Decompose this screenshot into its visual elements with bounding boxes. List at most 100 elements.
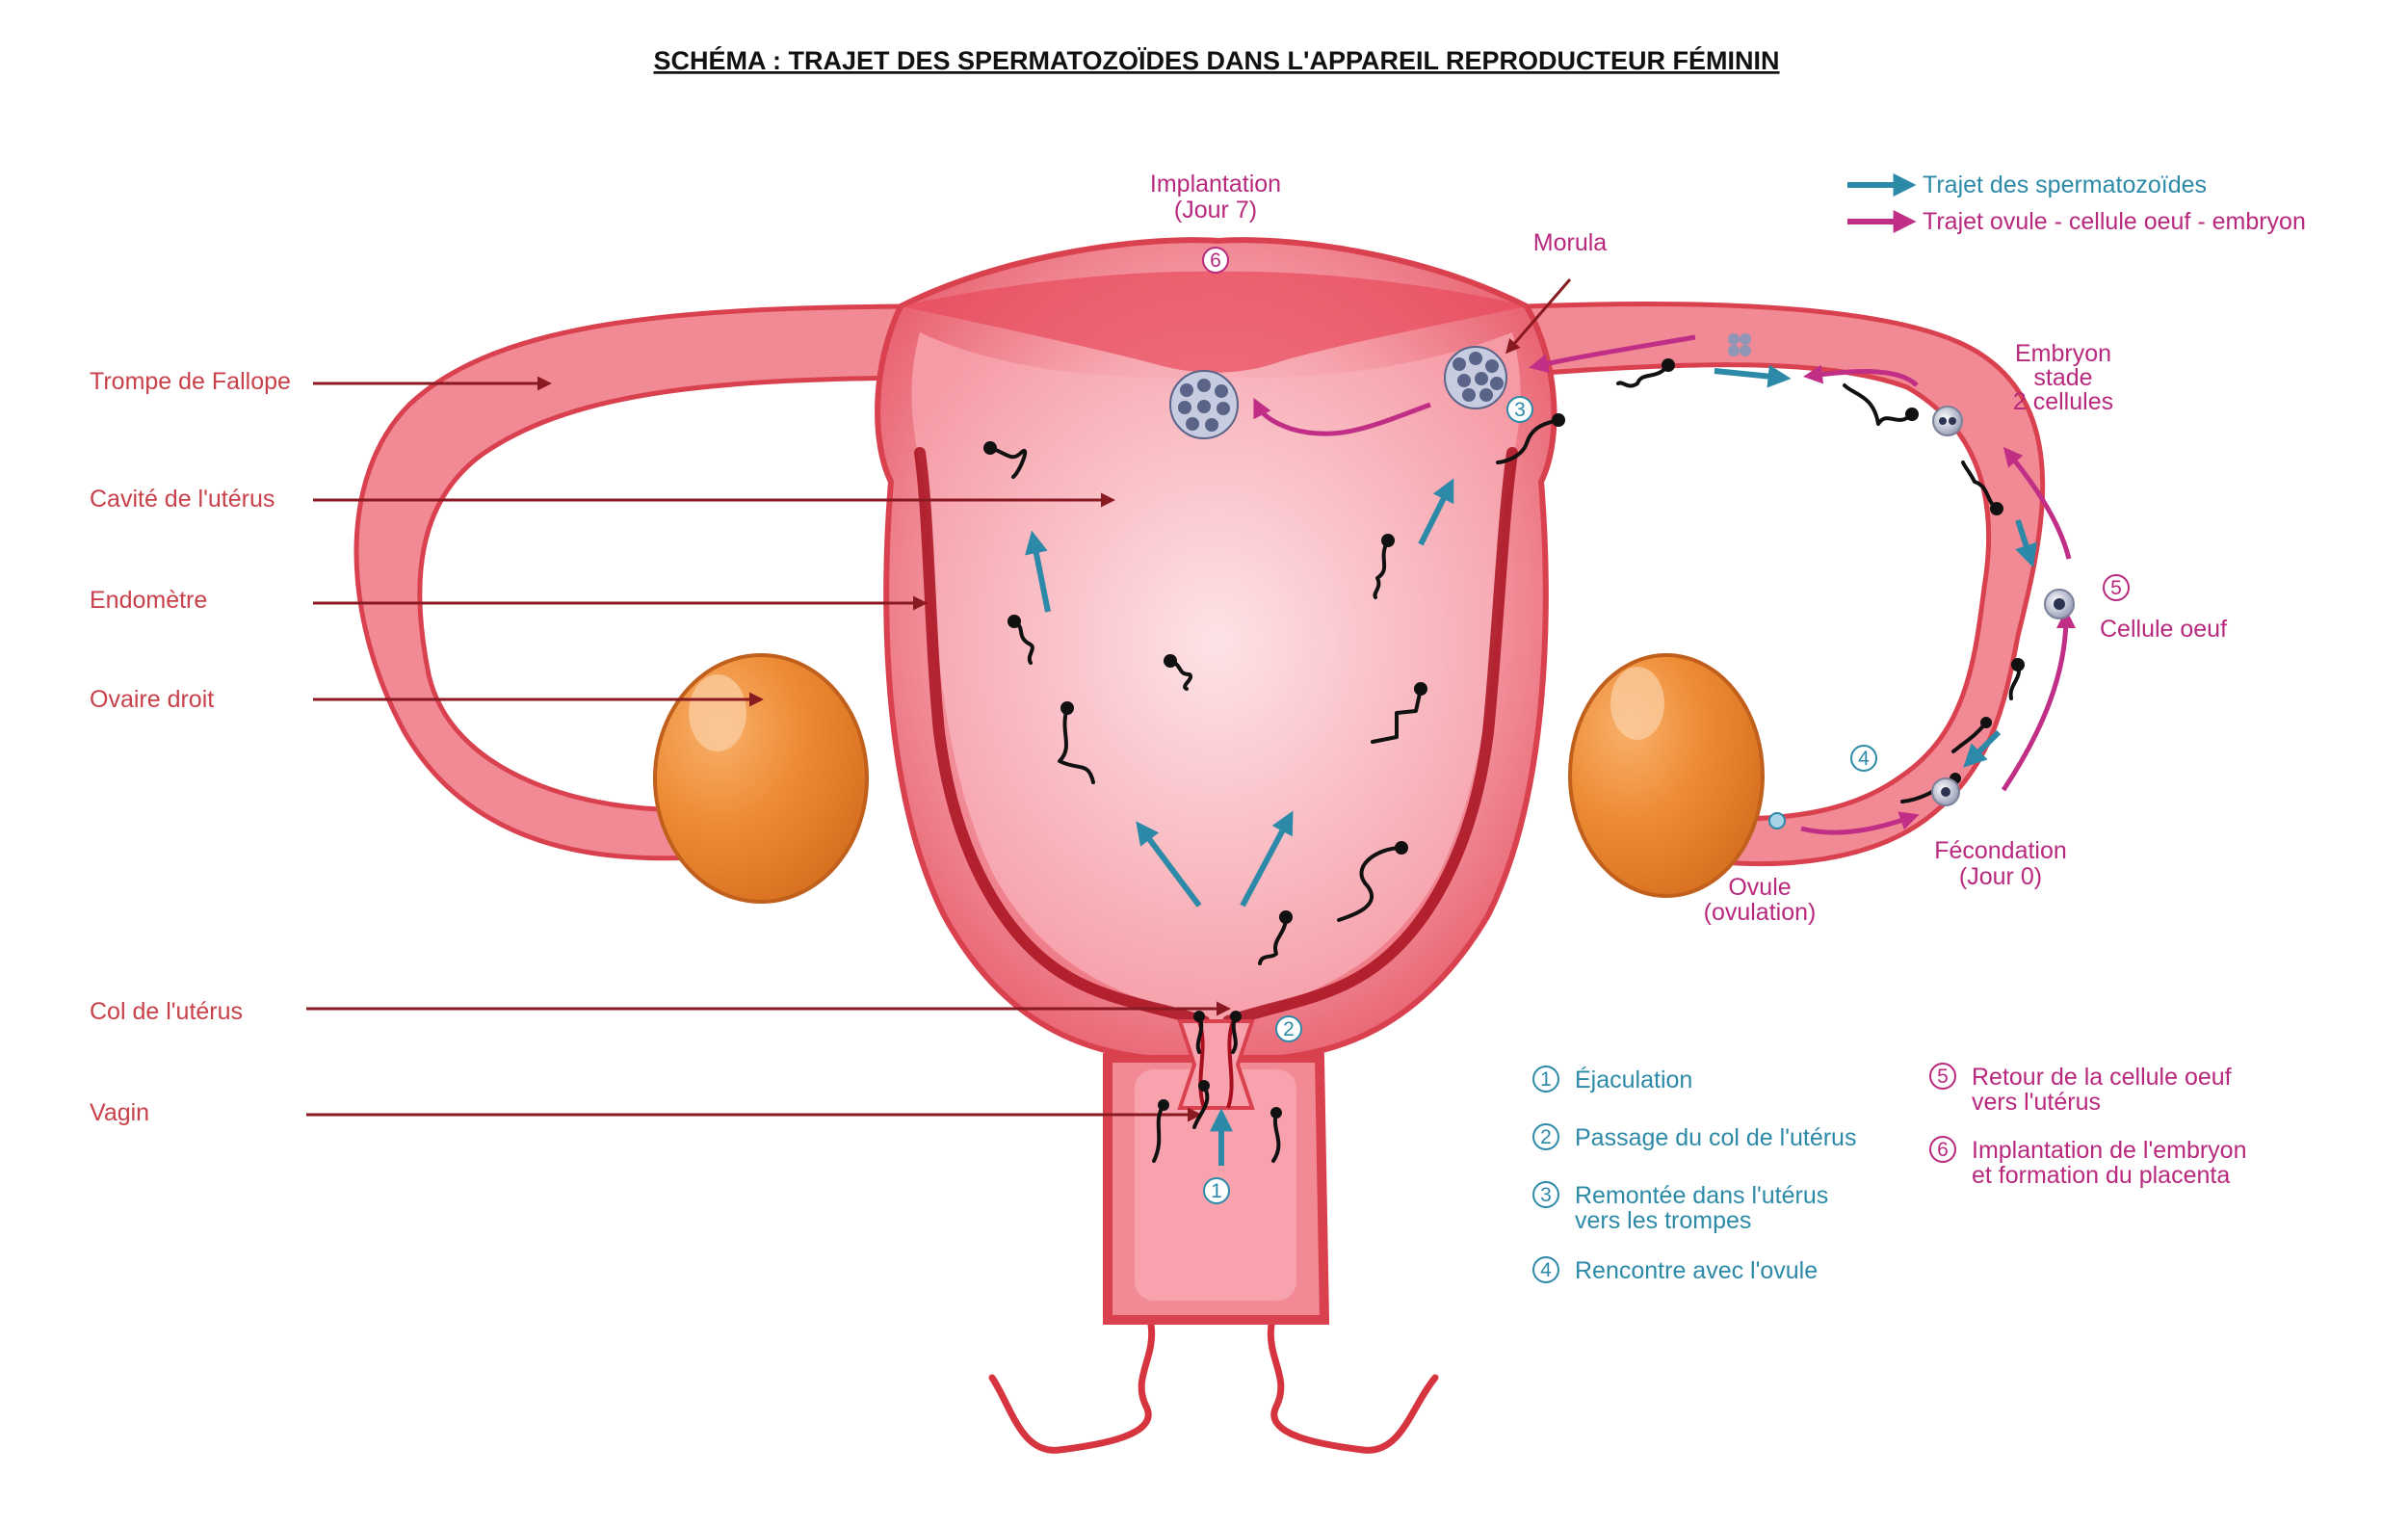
cellule-oeuf	[2044, 589, 2075, 619]
svg-text:4: 4	[1540, 1259, 1552, 1281]
sperm-arrow-3	[1025, 530, 1051, 613]
stage-implantation-2: (Jour 7)	[1174, 197, 1257, 224]
ovary-left-highlight	[1610, 667, 1664, 740]
stage-implantation-1: Implantation	[1150, 171, 1281, 197]
svg-text:vers l'utérus: vers l'utérus	[1972, 1089, 2101, 1116]
svg-text:Éjaculation: Éjaculation	[1575, 1066, 1692, 1093]
egg-path-tube-top	[1803, 364, 1919, 387]
sperm	[1270, 1107, 1282, 1163]
stage-cellule-oeuf: Cellule oeuf	[2100, 616, 2227, 643]
sperm-arrow-tube-3	[1963, 729, 2002, 768]
embryo-4-cells	[1728, 333, 1751, 356]
marker-1: 1	[1203, 1177, 1230, 1204]
legend-sperm-label: Trajet des spermatozoïdes	[1923, 171, 2207, 198]
egg-path-to-implant	[1253, 397, 1431, 436]
step-1: 1 Éjaculation	[1532, 1066, 1692, 1093]
svg-text:2: 2	[1283, 1018, 1295, 1040]
sperm-arrow-4	[1418, 478, 1454, 546]
svg-text:Remontée dans l'utérus: Remontée dans l'utérus	[1575, 1182, 1828, 1209]
egg-path-tube-lower	[2001, 609, 2076, 792]
ovule	[1768, 812, 1786, 829]
egg-path-tube-upper	[2002, 446, 2072, 560]
stage-ovule-1: Ovule	[1728, 874, 1791, 901]
sperm	[1961, 461, 2003, 515]
label-endometre: Endomètre	[90, 587, 207, 614]
svg-text:3: 3	[1540, 1184, 1552, 1206]
sperm-arrow-2	[1240, 810, 1294, 908]
marker-6: 6	[1202, 247, 1229, 274]
egg-path-to-morula	[1529, 334, 1696, 374]
sperm	[1496, 413, 1565, 464]
egg-path-ovulation	[1800, 811, 1920, 835]
sperm	[2008, 658, 2025, 700]
step-2: 2 Passage du col de l'utérus	[1532, 1123, 1856, 1151]
sperm	[1258, 910, 1293, 965]
sperm	[1192, 1080, 1210, 1129]
svg-text:3: 3	[1514, 399, 1526, 421]
sperm	[1008, 615, 1034, 665]
stage-morula: Morula	[1533, 229, 1608, 256]
svg-text:et formation du placenta: et formation du placenta	[1972, 1162, 2230, 1189]
sperm-arrow-tube-1	[1714, 364, 1792, 388]
vaginal-strand-right	[1267, 1321, 1439, 1454]
stage-ovule-2: (ovulation)	[1704, 899, 1817, 926]
svg-text:Passage du col de l'utérus: Passage du col de l'utérus	[1575, 1124, 1856, 1151]
sperm	[1230, 1011, 1242, 1054]
label-vagin: Vagin	[90, 1099, 149, 1126]
stage-fecondation-1: Fécondation	[1934, 837, 2067, 864]
svg-text:6: 6	[1937, 1139, 1949, 1161]
sperm	[1616, 358, 1675, 388]
svg-text:6: 6	[1210, 250, 1221, 272]
vaginal-strand-left	[988, 1321, 1156, 1454]
svg-text:1: 1	[1540, 1068, 1552, 1091]
sperm	[1164, 654, 1193, 691]
legend-egg-label: Trajet ovule - cellule oeuf - embryon	[1923, 208, 2306, 235]
sperm-cells	[983, 358, 2025, 1163]
marker-2: 2	[1275, 1015, 1302, 1042]
step-6: 6 Implantation de l'embryon et formation…	[1929, 1136, 2247, 1189]
marker-5: 5	[2103, 574, 2130, 601]
svg-text:1: 1	[1211, 1180, 1222, 1202]
stage-embryon-2: stade	[2033, 364, 2092, 391]
stage-embryon-3: 2 cellules	[2013, 388, 2113, 415]
sperm	[1371, 682, 1427, 744]
blastocyst-implanted	[1169, 370, 1239, 439]
sperm	[983, 441, 1028, 479]
ovary-right-highlight	[689, 674, 746, 751]
sperm	[1843, 383, 1919, 426]
label-trompe: Trompe de Fallope	[90, 368, 291, 395]
svg-text:Rencontre avec l'ovule: Rencontre avec l'ovule	[1575, 1257, 1818, 1284]
sperm-arrow-tube-2	[2015, 519, 2037, 568]
sperm	[1193, 1011, 1205, 1054]
svg-text:vers les trompes: vers les trompes	[1575, 1207, 1751, 1234]
embryon-2-cellules	[1932, 406, 1963, 436]
label-col: Col de l'utérus	[90, 998, 243, 1025]
sperm	[1951, 717, 1992, 753]
endometrium	[914, 447, 1518, 1027]
sperm-arrow-1	[1136, 821, 1202, 908]
svg-text:Implantation de l'embryon: Implantation de l'embryon	[1972, 1137, 2247, 1164]
svg-text:5: 5	[1937, 1066, 1949, 1088]
marker-3: 3	[1506, 396, 1533, 423]
svg-text:5: 5	[2110, 577, 2122, 599]
pointer-morula	[1505, 278, 1572, 355]
uterine-fundus	[901, 271, 1527, 373]
ovary-right	[653, 653, 869, 904]
sperm	[1058, 701, 1095, 784]
label-cavite: Cavité de l'utérus	[90, 486, 275, 513]
step-5: 5 Retour de la cellule oeuf vers l'utéru…	[1929, 1063, 2232, 1116]
label-ovaire: Ovaire droit	[90, 686, 214, 713]
svg-text:4: 4	[1858, 748, 1870, 770]
svg-text:2: 2	[1540, 1126, 1552, 1148]
sperm	[1152, 1099, 1169, 1163]
sperm	[1337, 841, 1408, 922]
zygote-fecondation	[1931, 777, 1960, 806]
stage-embryon-1: Embryon	[2015, 340, 2111, 367]
step-4: 4 Rencontre avec l'ovule	[1532, 1256, 1818, 1284]
ovary-left	[1568, 653, 1765, 898]
uterine-cavity	[911, 332, 1521, 1021]
marker-4: 4	[1850, 745, 1877, 772]
stage-fecondation-2: (Jour 0)	[1959, 863, 2042, 890]
svg-text:Retour de la cellule oeuf: Retour de la cellule oeuf	[1972, 1064, 2232, 1091]
